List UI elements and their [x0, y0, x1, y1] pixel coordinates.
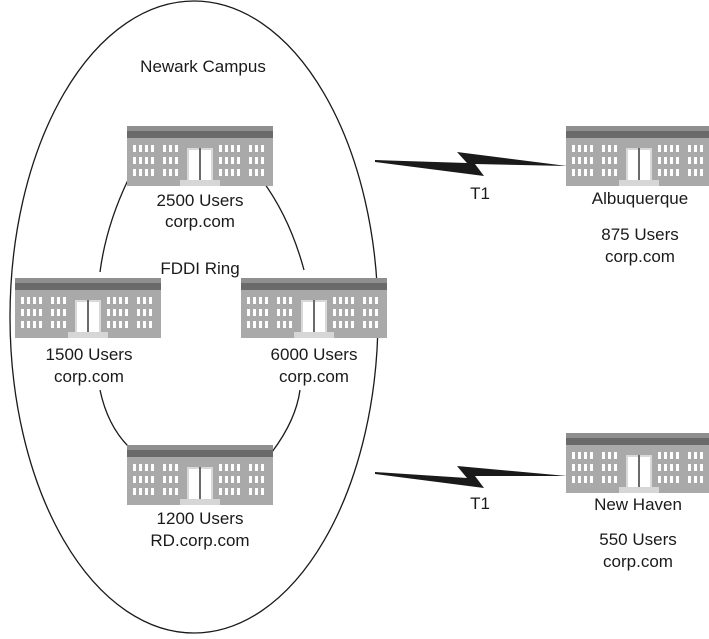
wan-link-label: T1	[470, 184, 490, 203]
site-domain-label: corp.com	[605, 247, 675, 266]
building-icon-hq-left	[15, 278, 161, 338]
campus-title: Newark Campus	[140, 57, 266, 76]
site-domain-label: corp.com	[603, 552, 673, 571]
wan-link-label: T1	[470, 494, 490, 513]
fddi-ring-arc-top-left	[99, 179, 129, 273]
wan-link-bolt-top	[375, 152, 567, 176]
site-domain-label: RD.corp.com	[150, 531, 250, 550]
building-icon-hq-top	[127, 126, 273, 186]
site-users-label: 550 Users	[599, 530, 677, 549]
wan-link-bolt-bottom	[375, 466, 567, 488]
building-icon-hq-bottom	[127, 445, 273, 505]
site-domain-label: corp.com	[54, 367, 124, 386]
building-icon-hq-right	[241, 278, 387, 338]
site-name-label: New Haven	[594, 495, 682, 514]
site-name-label: Albuquerque	[591, 189, 689, 208]
site-users-label: 875 Users	[601, 225, 679, 244]
site-users-label: 6000 Users	[270, 345, 358, 364]
site-users-label: 1500 Users	[45, 345, 133, 364]
site-domain-label: corp.com	[279, 367, 349, 386]
fddi-ring-arc-top-right	[261, 179, 305, 271]
fddi-ring-label: FDDI Ring	[160, 259, 240, 278]
site-users-label: 1200 Users	[156, 509, 244, 528]
site-domain-label: corp.com	[165, 212, 235, 231]
building-icon-new-haven	[566, 433, 709, 493]
site-users-label: 2500 Users	[156, 191, 244, 210]
fddi-ring-arc-bottom-right	[271, 389, 301, 453]
building-icon-albuquerque	[566, 126, 709, 186]
fddi-ring-arc-bottom-left	[99, 389, 133, 451]
